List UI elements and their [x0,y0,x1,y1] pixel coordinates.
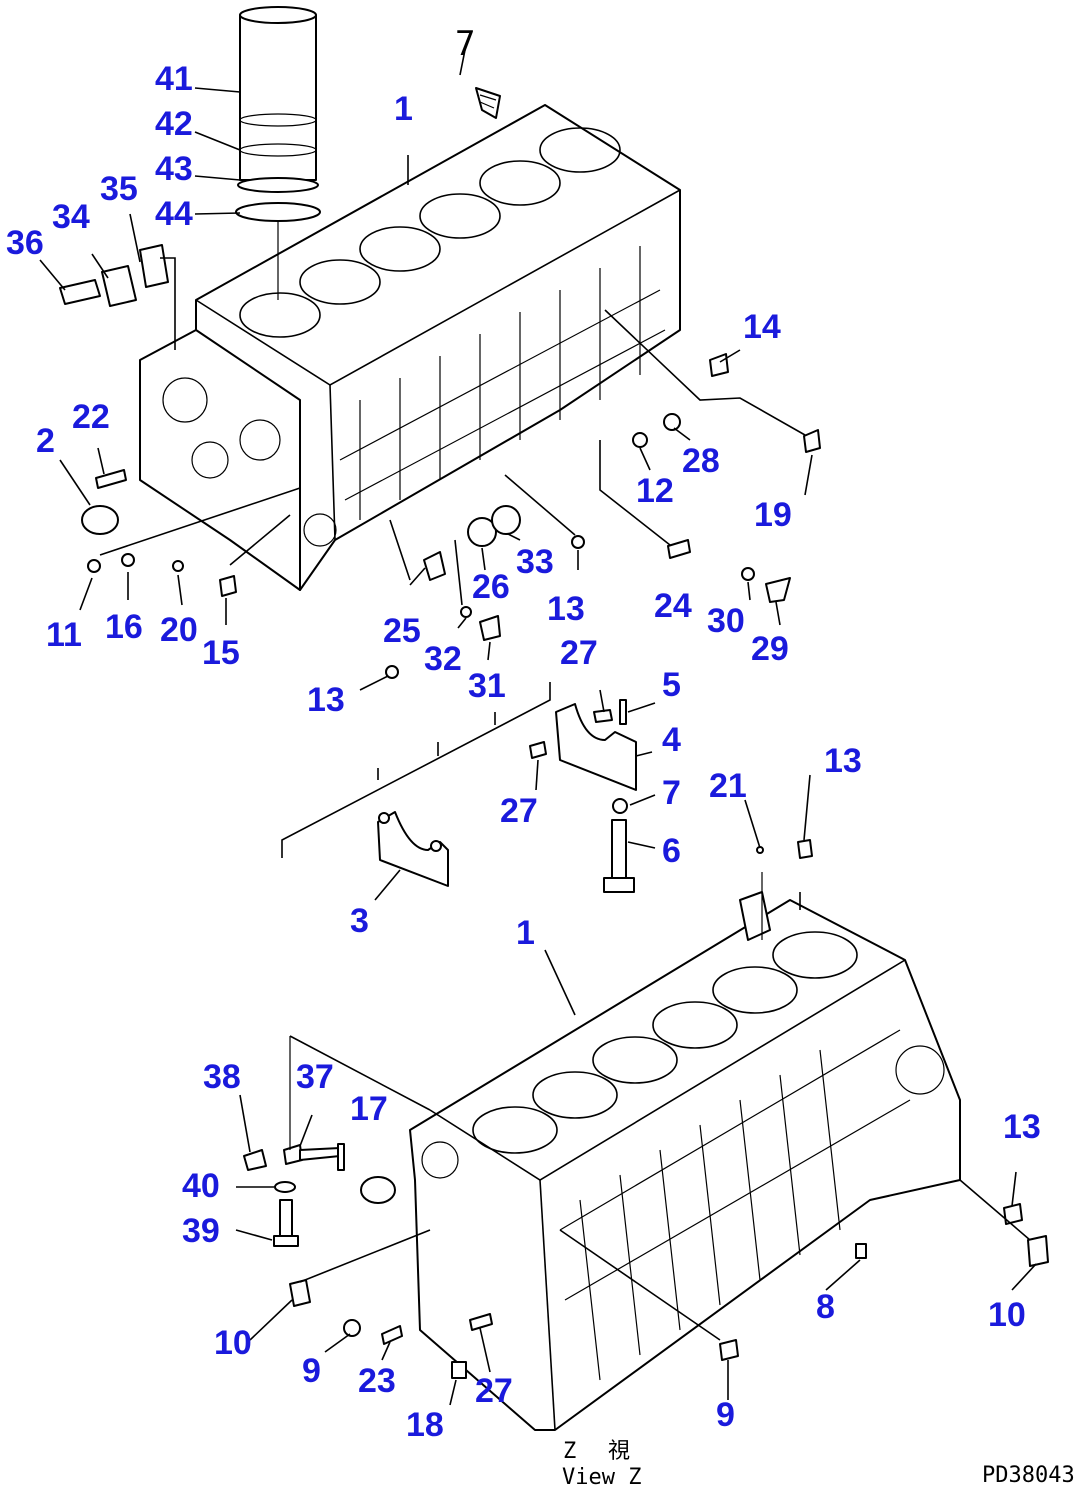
callout-27-c: 27 [475,1372,513,1410]
callout-23: 23 [358,1362,396,1400]
callout-29: 29 [751,630,789,668]
callout-1-top: 1 [394,90,413,128]
cylinder-liner [235,6,321,300]
callout-3: 3 [350,902,369,940]
callout-24: 24 [654,587,692,625]
callout-7: 7 [662,774,681,812]
callout-4: 4 [662,721,681,759]
cylinder-block-lower [409,891,961,1431]
callout-39: 39 [182,1212,220,1250]
callout-9-right: 9 [716,1396,735,1434]
callout-27-b: 27 [500,792,538,830]
callout-16: 16 [105,608,143,646]
callout-13-c: 13 [824,742,862,780]
view-label: View Z [562,1465,641,1490]
callout-6: 6 [662,832,681,870]
callout-26: 26 [472,568,510,606]
callout-36: 36 [6,224,44,262]
view-letter: Z [563,1439,576,1464]
leader-lines-lower [235,774,1037,1406]
callout-7-top: 7 [455,24,475,64]
main-bearing-caps [281,682,656,901]
callout-22: 22 [72,398,110,436]
callout-35: 35 [100,170,138,208]
callout-13-a: 13 [547,590,585,628]
view-kanji: 視 [608,1439,630,1464]
callout-11: 11 [46,616,82,654]
callout-33: 33 [516,543,554,581]
callout-13-d: 13 [1003,1108,1041,1146]
callout-9-left: 9 [302,1352,321,1390]
callout-20: 20 [160,611,198,649]
cylinder-block-upper [139,104,681,591]
callout-43: 43 [155,150,193,188]
callout-37: 37 [296,1058,334,1096]
view-arrow-icon [475,87,501,119]
callout-12: 12 [636,472,674,510]
callout-25: 25 [383,612,421,650]
callout-18: 18 [406,1406,444,1444]
callout-21: 21 [709,767,747,805]
callout-42: 42 [155,105,193,143]
callout-27-a: 27 [560,634,598,672]
callout-14: 14 [743,308,781,346]
drawing-code: PD38043 [982,1463,1075,1488]
callout-32: 32 [424,640,462,678]
view-caption: Z 視 View Z [562,1439,641,1490]
callout-numbers: 7 1 41 42 43 44 35 34 36 14 22 2 28 12 1… [6,24,1041,1444]
callout-44: 44 [155,195,193,233]
leader-lines-upper [39,44,813,691]
callout-41: 41 [155,60,193,98]
callout-38: 38 [203,1058,241,1096]
callout-8: 8 [816,1288,835,1326]
callout-2: 2 [36,422,55,460]
callout-28: 28 [682,442,720,480]
callout-34: 34 [52,198,90,236]
callout-30: 30 [707,602,745,640]
callout-10-left: 10 [214,1324,252,1362]
callout-31: 31 [468,667,506,705]
callout-1-bottom: 1 [516,914,535,952]
callout-15: 15 [202,634,240,672]
small-parts-upper [59,244,821,679]
callout-5: 5 [662,666,681,704]
callout-40: 40 [182,1167,220,1205]
callout-13-b: 13 [307,681,345,719]
callout-17: 17 [350,1090,388,1128]
callout-19: 19 [754,496,792,534]
callout-10-right: 10 [988,1296,1026,1334]
small-parts-lower [243,839,1049,1379]
